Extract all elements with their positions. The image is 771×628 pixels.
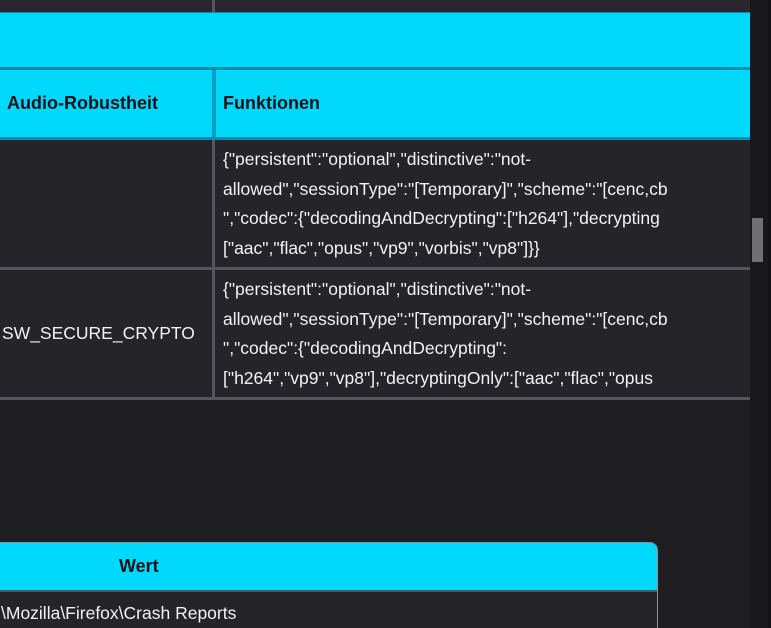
media-table-header-row: Audio-Robustheit Funktionen — [0, 70, 750, 137]
previous-row-sliver — [0, 0, 750, 12]
table-row: SW_SECURE_CRYPTO {"persistent":"optional… — [0, 270, 750, 397]
table-border — [0, 137, 750, 140]
table-border — [0, 67, 750, 70]
capabilities-text-line: allowed","sessionType":"[Temporary]","sc… — [223, 178, 668, 199]
column-header-audio-robustheit: Audio-Robustheit — [7, 93, 158, 113]
capabilities-text-line: {"persistent":"optional","distinctive":"… — [223, 149, 532, 169]
column-divider — [212, 70, 216, 137]
row-divider — [0, 267, 750, 270]
window-edge — [768, 0, 771, 628]
column-divider — [212, 270, 215, 397]
capabilities-text-line: ","codec":{"decodingAndDecrypting": — [223, 338, 508, 358]
column-divider — [212, 0, 215, 12]
section-header-band — [0, 12, 750, 67]
capabilities-cell: {"persistent":"optional","distinctive":"… — [223, 145, 750, 265]
capabilities-text-line: allowed","sessionType":"[Temporary]","sc… — [223, 308, 668, 329]
column-header-wert: Wert — [119, 556, 159, 576]
capabilities-text-line: ["h264","vp9","vp8"],"decryptingOnly":["… — [223, 367, 653, 388]
vertical-scrollbar-track[interactable] — [750, 0, 771, 628]
wert-table: Wert \Mozilla\Firefox\Crash Reports — [0, 542, 658, 628]
table-row: {"persistent":"optional","distinctive":"… — [0, 140, 750, 267]
robustness-cell: SW_SECURE_CRYPTO — [2, 323, 195, 343]
crash-reports-path-value: \Mozilla\Firefox\Crash Reports — [1, 603, 237, 623]
vertical-scrollbar-thumb[interactable] — [752, 218, 763, 262]
capabilities-text-line: ["aac","flac","opus","vp9","vorbis","vp8… — [223, 237, 540, 258]
table-row: \Mozilla\Firefox\Crash Reports — [0, 592, 657, 628]
capabilities-text-line: ","codec":{"decodingAndDecrypting":["h26… — [223, 208, 660, 228]
column-header-funktionen: Funktionen — [223, 93, 320, 113]
wert-table-header-row: Wert — [0, 543, 657, 590]
capabilities-cell: {"persistent":"optional","distinctive":"… — [223, 275, 750, 395]
row-divider — [0, 590, 657, 592]
column-divider — [212, 140, 215, 267]
robustness-cell — [2, 140, 210, 267]
table-bottom-border — [0, 397, 750, 400]
capabilities-text-line: {"persistent":"optional","distinctive":"… — [223, 279, 532, 299]
